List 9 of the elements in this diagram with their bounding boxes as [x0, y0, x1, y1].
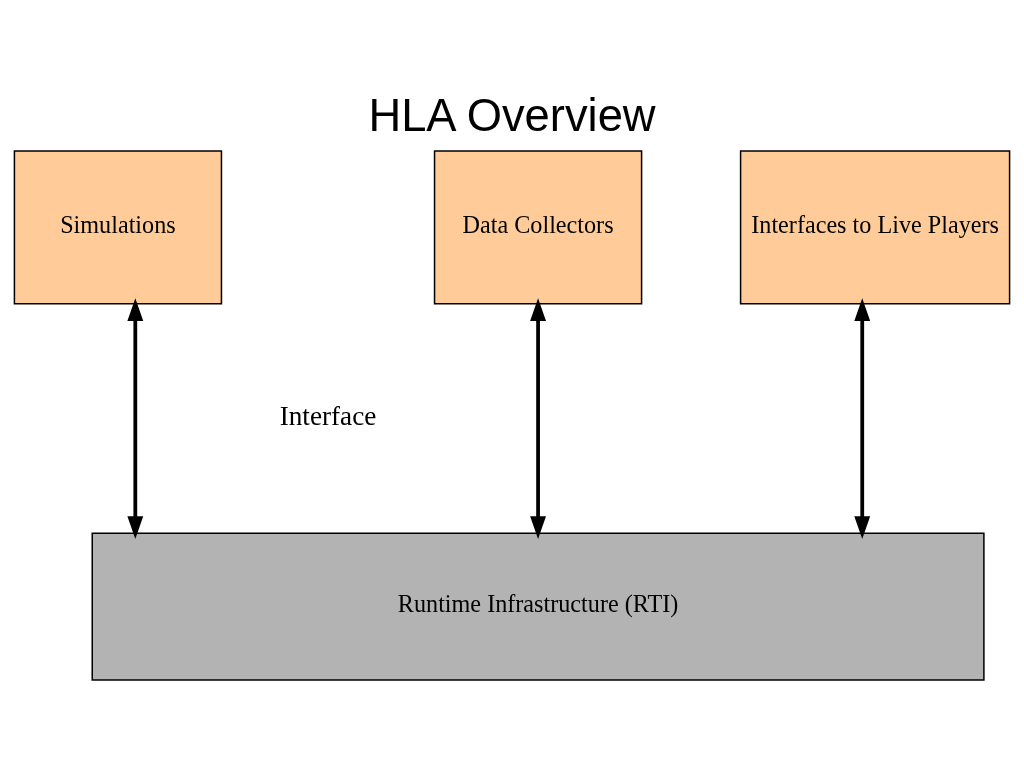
label: Interface: [279, 400, 377, 431]
arrow: [127, 297, 144, 539]
node-box: Runtime Infrastructure (RTI): [91, 532, 985, 681]
diagram-title: HLA Overview: [368, 89, 656, 141]
node-box: Interfaces to Live Players: [739, 149, 1011, 304]
arrow: [854, 297, 871, 539]
node-box: Simulations: [13, 149, 223, 304]
node-box: Data Collectors: [433, 149, 643, 304]
arrow: [530, 297, 547, 539]
